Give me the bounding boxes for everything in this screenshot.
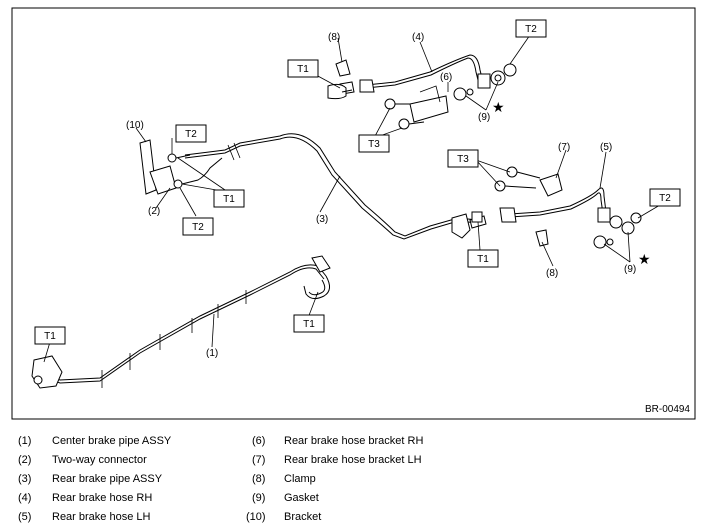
torque-label-t2-connector: T2 [182,217,214,236]
legend-num: (10) [246,511,266,523]
legend-num: (4) [18,492,31,504]
legend-text: Rear brake hose LH [52,511,150,523]
torque-label-t2-right: T2 [649,188,681,207]
svg-text:T2: T2 [185,129,197,140]
svg-text:T1: T1 [223,194,235,205]
callout-7: (7) [558,142,570,153]
legend-text: Rear brake pipe ASSY [52,473,163,485]
leader-lines [43,34,661,363]
callout-8-right: (8) [546,268,558,279]
rear-brake-hose-rh [335,54,517,130]
legend-num: (6) [252,435,265,447]
torque-label-t3-right: T3 [447,149,479,168]
legend-num: (1) [18,435,31,447]
callout-4: (4) [412,32,424,43]
legend-num: (3) [18,473,31,485]
torque-label-t3-top: T3 [358,134,390,153]
legend-text: Gasket [284,492,319,504]
torque-label-t2-bracket: T2 [175,124,207,143]
callout-3: (3) [316,214,328,225]
callout-9-top: (9) [478,112,490,123]
figure-code: BR-00494 [645,404,690,415]
legend-text: Center brake pipe ASSY [52,435,172,447]
svg-text:T3: T3 [368,139,380,150]
torque-label-t1-top: T1 [287,59,319,78]
legend-num: (9) [252,492,265,504]
legend-text: Two-way connector [52,454,147,466]
diagram-frame [11,7,696,420]
legend-num: (7) [252,454,265,466]
rear-brake-pipe [184,133,487,240]
svg-text:T2: T2 [192,222,204,233]
legend-num: (5) [18,511,31,523]
callout-8-top: (8) [328,32,340,43]
torque-label-t1-connector: T1 [213,189,245,208]
rear-brake-hose-lh [471,166,642,249]
svg-text:T1: T1 [44,331,56,342]
legend-num: (8) [252,473,265,485]
torque-label-t2-top: T2 [515,19,547,38]
svg-text:T1: T1 [477,254,489,265]
legend: (1) Center brake pipe ASSY (2) Two-way c… [18,435,423,523]
svg-text:T1: T1 [297,64,309,75]
torque-label-t1-loop: T1 [293,314,325,333]
legend-text: Rear brake hose bracket RH [284,435,423,447]
torque-label-t1-left: T1 [34,326,66,345]
legend-text: Clamp [284,473,316,485]
legend-num: (2) [18,454,31,466]
star-top: ★ [492,99,505,115]
bracket-and-connector [139,139,223,195]
svg-text:T3: T3 [457,154,469,165]
callout-5: (5) [600,142,612,153]
callout-10: (10) [126,120,144,131]
center-brake-pipe [31,255,331,389]
legend-text: Rear brake hose bracket LH [284,454,422,466]
fitting-t1-top [327,83,353,100]
callout-9-right: (9) [624,264,636,275]
callout-2: (2) [148,206,160,217]
callout-1: (1) [206,348,218,359]
svg-text:T2: T2 [525,24,537,35]
svg-text:T2: T2 [659,193,671,204]
legend-text: Bracket [284,511,321,523]
torque-label-t1-right: T1 [467,249,499,268]
callout-6: (6) [440,72,452,83]
legend-text: Rear brake hose RH [52,492,152,504]
star-right: ★ [638,251,651,267]
svg-text:T1: T1 [303,319,315,330]
